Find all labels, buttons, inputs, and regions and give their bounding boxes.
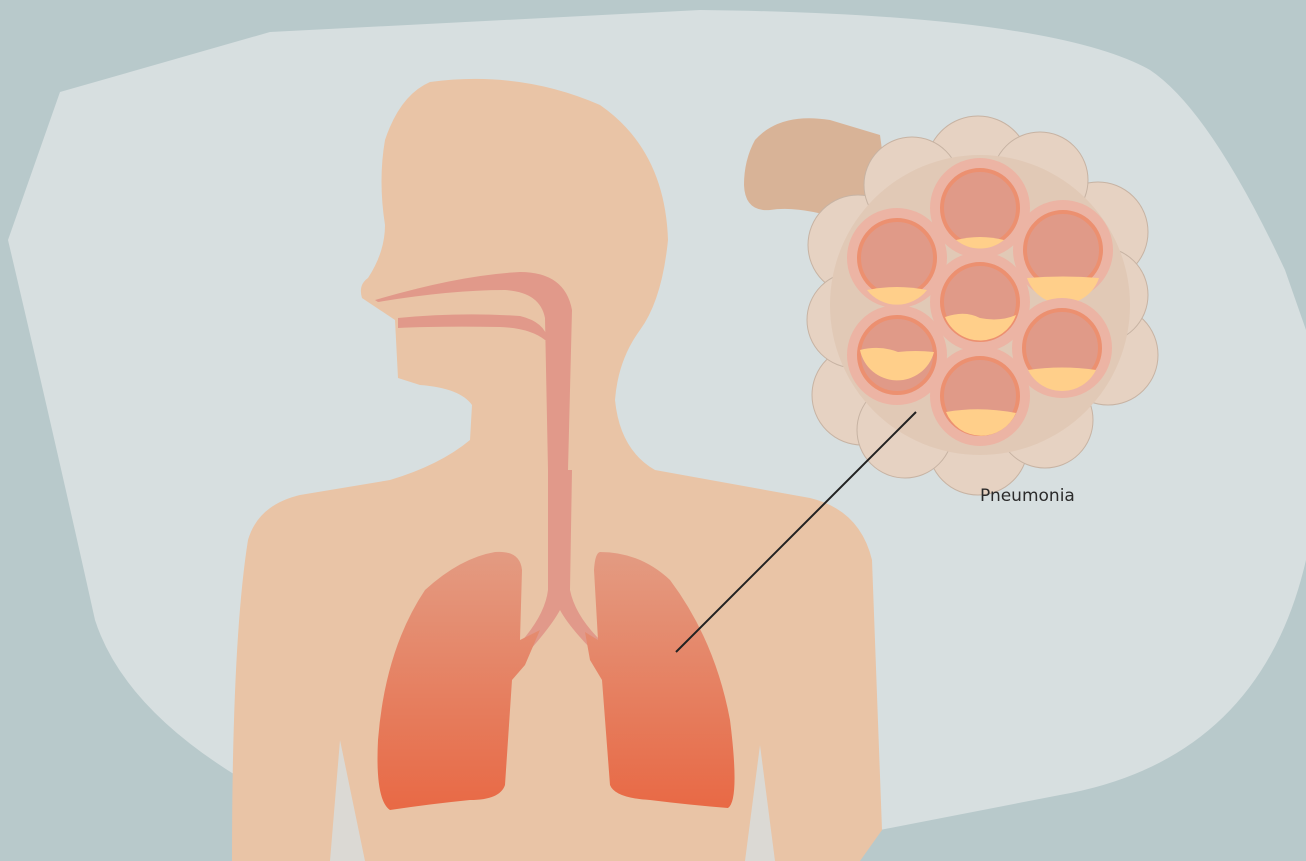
alveolus-bottom xyxy=(930,346,1030,446)
pneumonia-label: Pneumonia xyxy=(980,486,1075,506)
